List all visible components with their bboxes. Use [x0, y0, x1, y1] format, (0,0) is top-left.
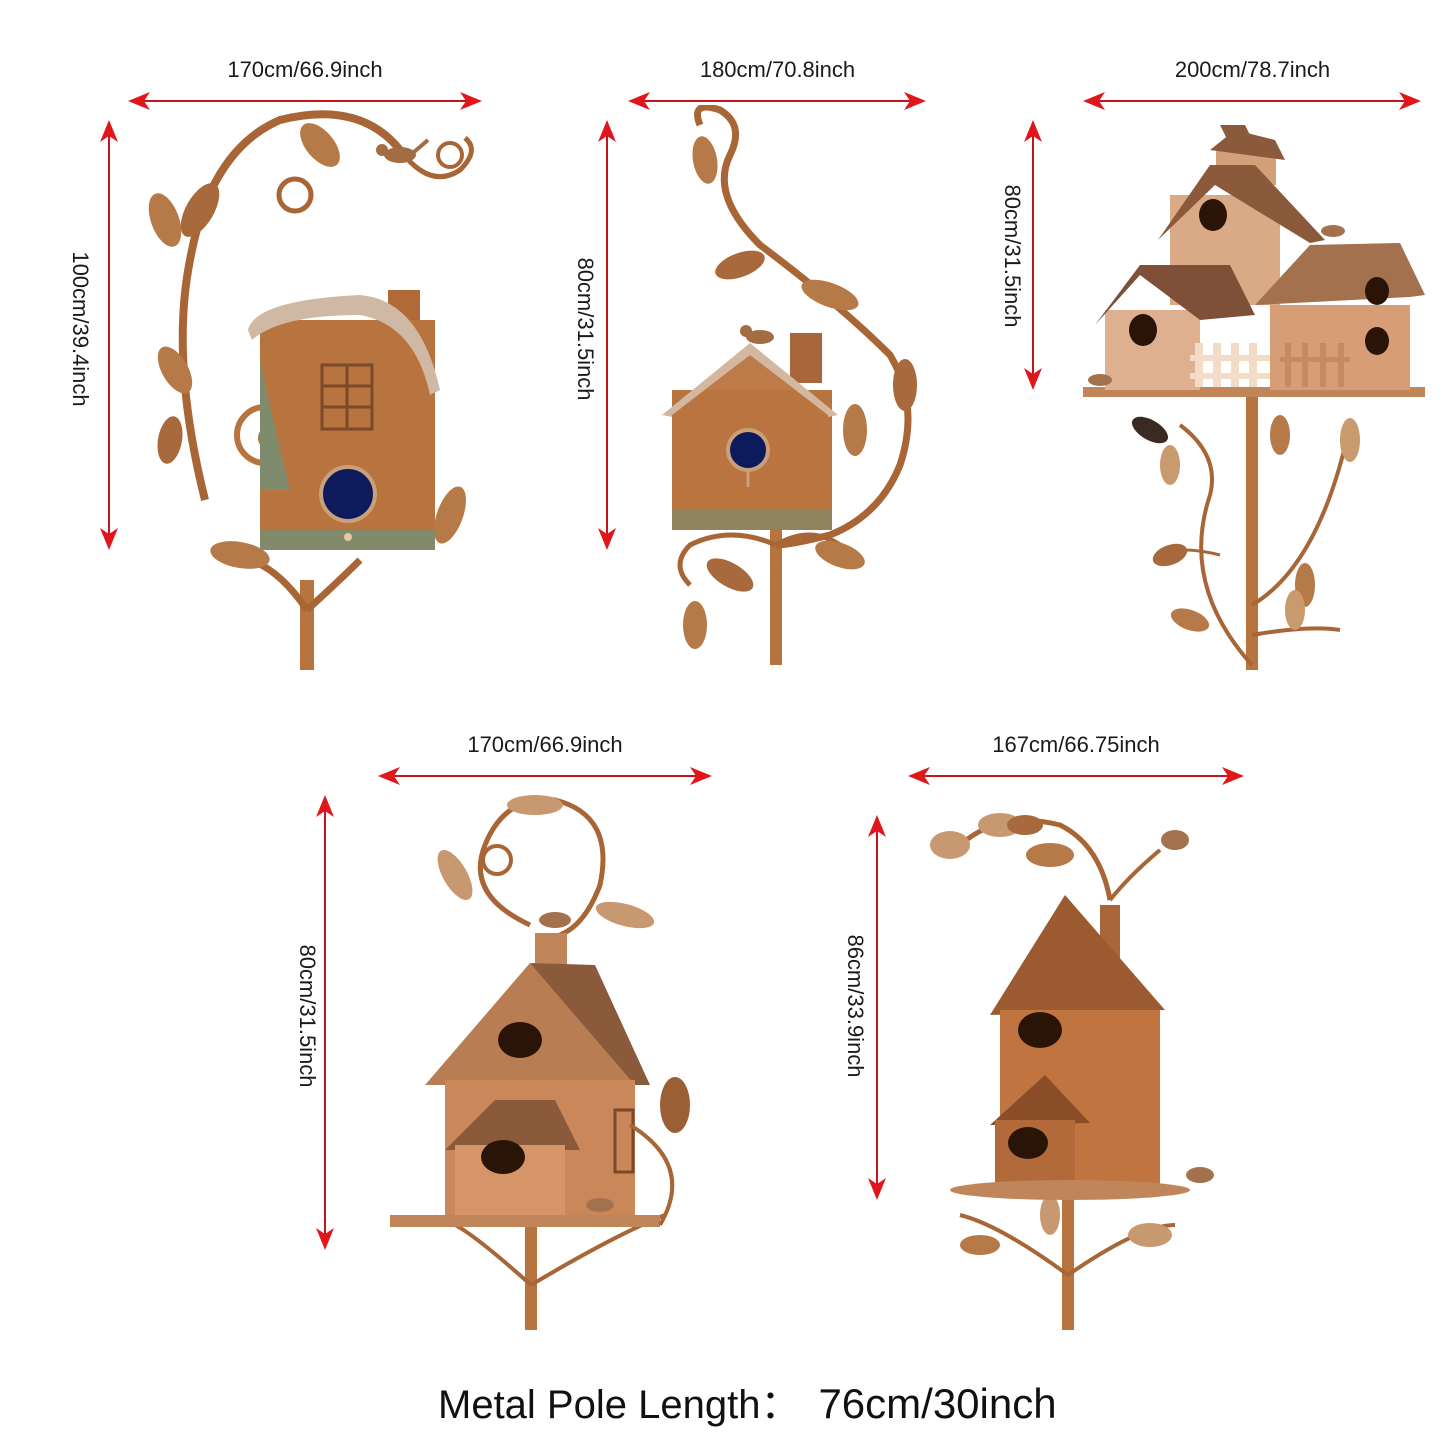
double-arrow-vertical-icon — [1024, 120, 1042, 390]
pole-length-value: 76cm/30inch — [818, 1380, 1057, 1427]
width-label-3: 200cm/78.7inch — [1174, 57, 1331, 82]
double-arrow-vertical-icon — [868, 815, 886, 1200]
height-label-1: 100cm/39.4inch — [68, 251, 93, 407]
birdhouse-image-4 — [390, 795, 690, 1330]
double-arrow-vertical-icon — [100, 120, 118, 550]
width-label-5: 167cm/66.75inch — [992, 732, 1160, 757]
double-arrow-horizontal-icon — [378, 767, 712, 785]
double-arrow-horizontal-icon — [128, 92, 482, 110]
height-label-2: 80cm/31.5inch — [573, 257, 598, 401]
birdhouse-image-5 — [930, 813, 1214, 1330]
pole-length-caption: Metal Pole Length： 76cm/30inch — [438, 1372, 1057, 1430]
birdhouse-image-2 — [662, 105, 917, 665]
double-arrow-horizontal-icon — [628, 92, 926, 110]
width-label-1: 170cm/66.9inch — [227, 57, 383, 82]
width-label-4: 170cm/66.9inch — [467, 732, 623, 757]
double-arrow-vertical-icon — [598, 120, 616, 550]
height-label-3: 80cm/31.5inch — [1000, 184, 1025, 328]
height-label-4: 80cm/31.5inch — [295, 944, 320, 1088]
width-label-2: 180cm/70.8inch — [699, 57, 856, 82]
double-arrow-vertical-icon — [316, 795, 334, 1250]
double-arrow-horizontal-icon — [1083, 92, 1421, 110]
birdhouse-image-3 — [1083, 125, 1425, 670]
birdhouse-image-1 — [148, 110, 474, 670]
pole-length-label: Metal Pole Length： — [438, 1383, 801, 1427]
height-label-5: 86cm/33.9inch — [843, 934, 868, 1078]
double-arrow-horizontal-icon — [908, 767, 1244, 785]
